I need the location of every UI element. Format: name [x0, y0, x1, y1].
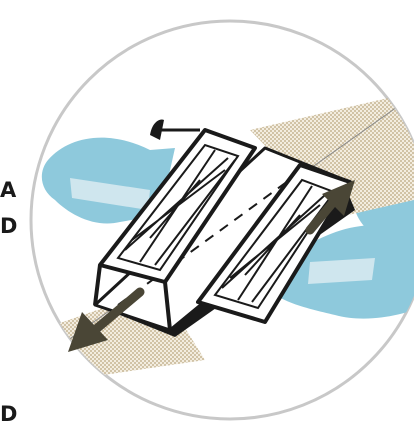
water-highlight-right — [308, 258, 375, 284]
